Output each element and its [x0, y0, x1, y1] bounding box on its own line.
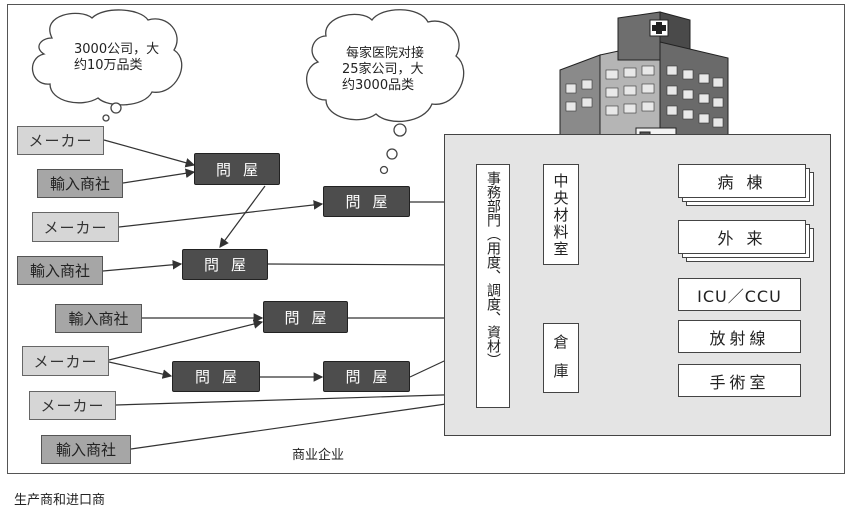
maker-box-4: メーカー — [29, 391, 116, 420]
dept-outpatient: 外 来 — [678, 220, 806, 254]
importer-box-3: 輸入商社 — [55, 304, 142, 333]
warehouse-label: 倉庫 — [551, 334, 570, 392]
cloud-note-left-line2: 约10万品类 — [74, 58, 143, 73]
cloud-note-right-line3: 约3000品类 — [342, 78, 415, 93]
cloud-note-right-line1: 每家医院对接 — [346, 46, 425, 61]
cloud-note-left-line1: 3000公司，大 — [74, 42, 160, 57]
maker-box-1: メーカー — [17, 126, 104, 155]
cloud-note-right-line2: 25家公司，大 — [342, 62, 424, 77]
importer-box-1: 輸入商社 — [37, 169, 123, 198]
wholesaler-box-2: 問屋 — [323, 186, 410, 217]
importer-box-2: 輸入商社 — [17, 256, 103, 285]
wholesaler-box-5: 問屋 — [172, 361, 260, 392]
central-supply-label: 中央材料室 — [551, 173, 570, 258]
wholesaler-box-1: 問屋 — [194, 153, 280, 185]
dept-radiology: 放射線 — [678, 320, 801, 353]
warehouse-box: 倉庫 — [543, 323, 579, 393]
maker-box-3: メーカー — [22, 346, 109, 376]
importer-box-4: 輸入商社 — [41, 435, 131, 464]
wholesaler-box-6: 問屋 — [323, 361, 410, 392]
wholesaler-box-3: 問屋 — [182, 249, 268, 280]
diagram-frame — [7, 4, 845, 474]
caption-manufacturers: 生产商和进口商 — [14, 493, 106, 508]
admin-department-label: 事務部門（用度、調度、資材） — [485, 171, 501, 367]
maker-box-2: メーカー — [32, 212, 119, 242]
admin-department-box: 事務部門（用度、調度、資材） — [476, 164, 510, 408]
dept-icu-ccu: ICU／CCU — [678, 278, 801, 311]
dept-surgery: 手術室 — [678, 364, 801, 397]
wholesaler-box-4: 問屋 — [263, 301, 348, 333]
caption-commercial: 商业企业 — [292, 448, 345, 463]
central-supply-box: 中央材料室 — [543, 164, 579, 265]
dept-ward: 病 棟 — [678, 164, 806, 198]
